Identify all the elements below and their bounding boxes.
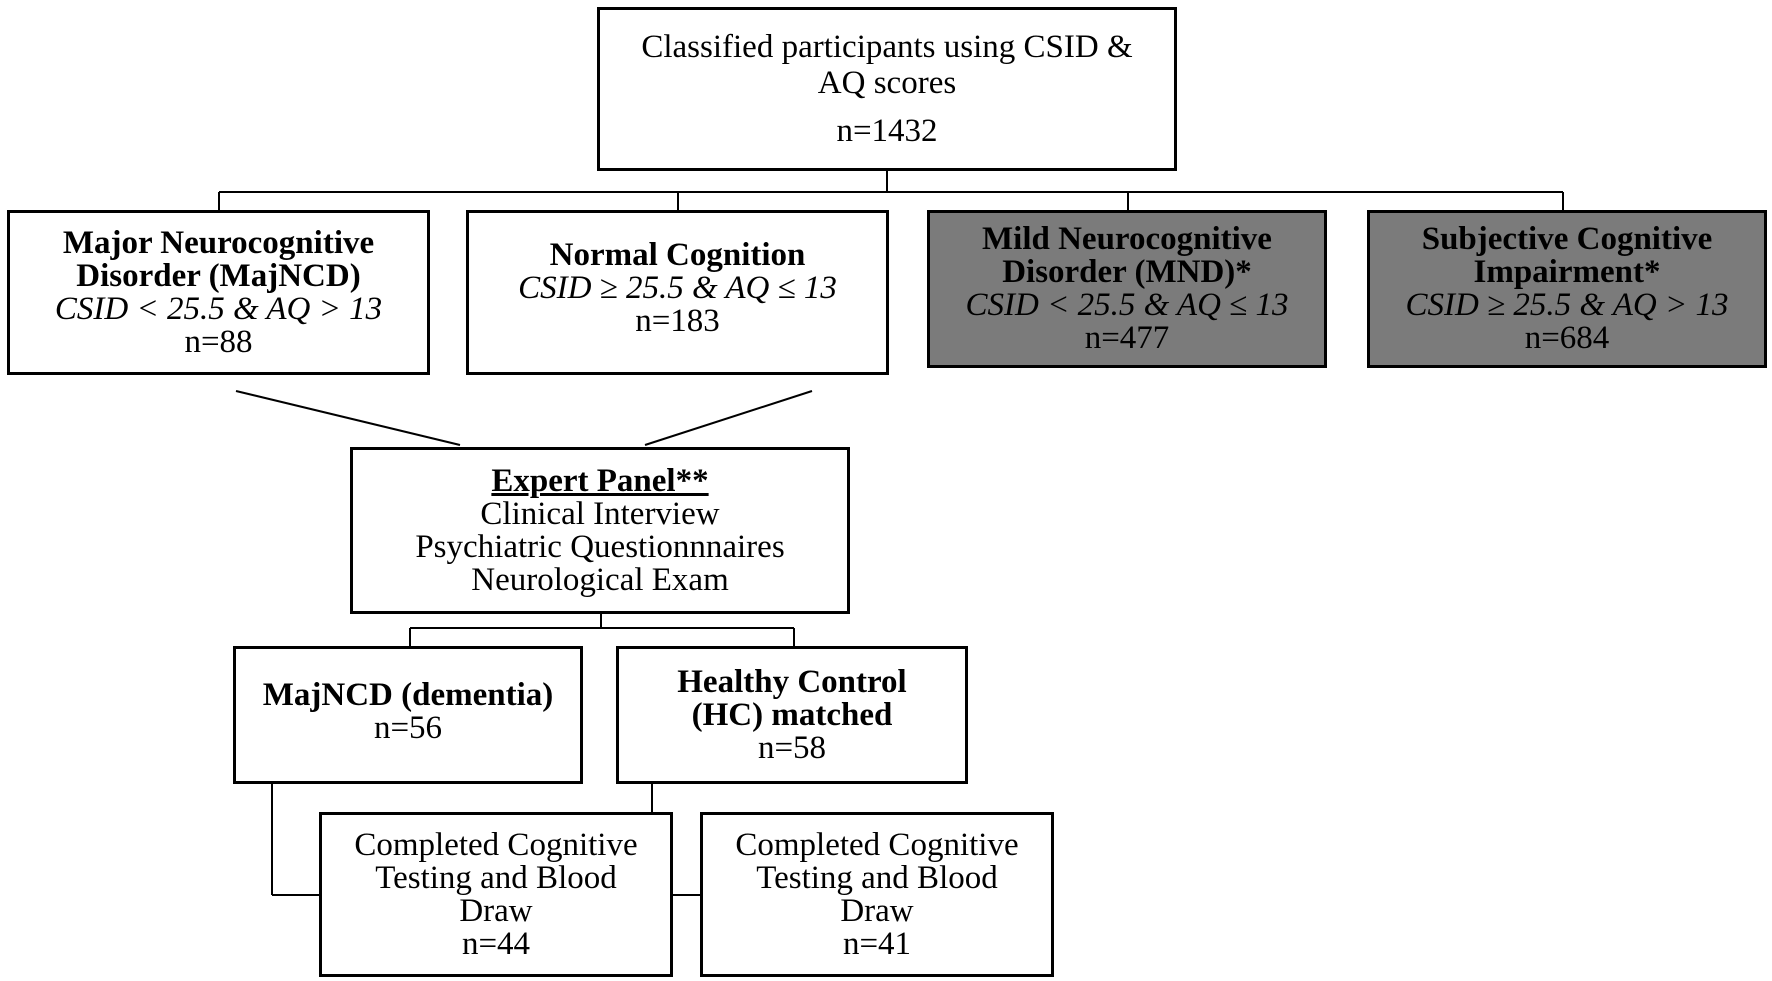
normal-title: Normal Cognition [549, 237, 806, 273]
hc-box: Healthy Control (HC) matched n=58 [616, 646, 968, 784]
mnd-criteria: CSID < 25.5 & AQ ≤ 13 [965, 287, 1289, 323]
hc-count: n=58 [757, 729, 827, 766]
expert-panel-box: Expert Panel** Clinical Interview Psychi… [350, 447, 850, 614]
completed-right-title: Completed Cognitive Testing and Blood Dr… [735, 826, 1019, 929]
sci-box: Subjective Cognitive Impairment* CSID ≥ … [1367, 210, 1767, 368]
normal-count: n=183 [635, 303, 720, 339]
hc-title: Healthy Control (HC) matched [677, 663, 907, 733]
completed-right-box: Completed Cognitive Testing and Blood Dr… [700, 812, 1054, 977]
majncd-criteria: CSID < 25.5 & AQ > 13 [54, 290, 383, 327]
dementia-box: MajNCD (dementia) n=56 [233, 646, 583, 784]
mnd-box: Mild Neurocognitive Disorder (MND)* CSID… [927, 210, 1327, 368]
expert-panel-item: Clinical Interview [480, 495, 720, 532]
normal-criteria: CSID ≥ 25.5 & AQ ≤ 13 [518, 270, 837, 306]
sci-count: n=684 [1524, 320, 1610, 356]
root-count: n=1432 [836, 113, 938, 150]
sci-title: Subjective Cognitive Impairment* [1421, 221, 1713, 290]
completed-right-count: n=41 [842, 925, 912, 962]
normal-box: Normal Cognition CSID ≥ 25.5 & AQ ≤ 13 n… [466, 210, 889, 375]
sci-criteria: CSID ≥ 25.5 & AQ > 13 [1405, 287, 1729, 323]
expert-panel-item: Neurological Exam [471, 561, 729, 598]
mnd-count: n=477 [1084, 320, 1170, 356]
majncd-box: Major Neurocognitive Disorder (MajNCD) C… [7, 210, 430, 375]
root-title: Classified participants using CSID & AQ … [641, 28, 1133, 101]
connector-normal-panel [644, 390, 813, 446]
connector-majncd-panel [235, 390, 461, 446]
majncd-count: n=88 [184, 323, 253, 360]
completed-left-box: Completed Cognitive Testing and Blood Dr… [319, 812, 673, 977]
root-box: Classified participants using CSID & AQ … [597, 7, 1177, 171]
expert-panel-item: Psychiatric Questionnnaires [415, 528, 785, 565]
majncd-title: Major Neurocognitive Disorder (MajNCD) [62, 224, 375, 294]
expert-panel-title: Expert Panel** [491, 462, 709, 499]
mnd-title: Mild Neurocognitive Disorder (MND)* [982, 221, 1272, 290]
completed-left-title: Completed Cognitive Testing and Blood Dr… [354, 826, 638, 929]
dementia-count: n=56 [373, 710, 443, 746]
dementia-title: MajNCD (dementia) [262, 677, 554, 713]
completed-left-count: n=44 [461, 925, 531, 962]
